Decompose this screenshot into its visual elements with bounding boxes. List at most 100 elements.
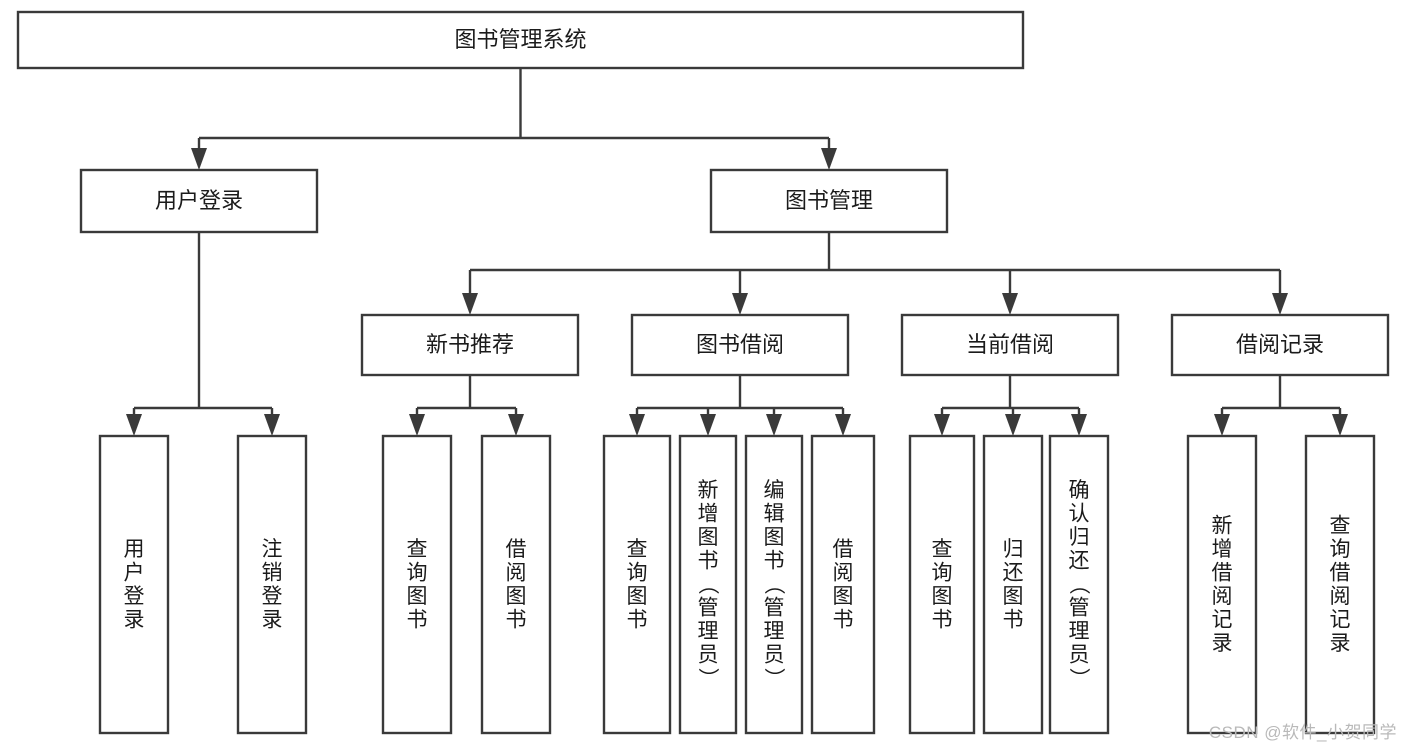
svg-text:书: 书 — [627, 608, 648, 631]
svg-text:借: 借 — [833, 538, 854, 561]
svg-text:记: 记 — [1330, 608, 1351, 631]
svg-text:询: 询 — [407, 561, 428, 584]
node-leaf-query-book-1-box[interactable] — [381, 434, 453, 735]
arrow-head-icon — [732, 293, 748, 315]
svg-text:询: 询 — [627, 561, 648, 584]
svg-text:理: 理 — [1069, 620, 1090, 643]
node-leaf-confirm-return-box[interactable] — [1048, 434, 1110, 735]
node-leaf-user-logout-box[interactable] — [236, 434, 308, 735]
node-book-borrow-box[interactable] — [630, 313, 850, 377]
node-book-manage-label: 图书管理 — [785, 188, 873, 213]
svg-text:还: 还 — [1069, 550, 1090, 573]
node-leaf-query-book-3-box[interactable] — [908, 434, 976, 735]
svg-text:书: 书 — [506, 608, 527, 631]
svg-text:录: 录 — [124, 608, 145, 631]
node-leaf-query-book-2-box[interactable] — [602, 434, 672, 735]
svg-text:管: 管 — [764, 597, 785, 620]
arrow-head-icon — [629, 414, 645, 436]
node-user-login-box[interactable] — [79, 168, 319, 234]
svg-text:图: 图 — [698, 526, 719, 549]
svg-text:）: ） — [1067, 668, 1090, 689]
node-root-box[interactable] — [16, 10, 1025, 70]
node-leaf-query-record-box[interactable] — [1304, 434, 1376, 735]
node-current-borrow-label: 当前借阅 — [966, 332, 1054, 357]
svg-text:查: 查 — [932, 538, 953, 561]
node-current-borrow-box[interactable] — [900, 313, 1120, 377]
arrow-head-icon — [126, 414, 142, 436]
svg-text:（: （ — [696, 574, 719, 595]
svg-text:）: ） — [696, 668, 719, 689]
svg-text:管: 管 — [698, 597, 719, 620]
svg-text:录: 录 — [1330, 632, 1351, 655]
svg-text:登: 登 — [262, 585, 283, 608]
node-leaf-add-book-box[interactable] — [678, 434, 738, 735]
svg-text:新: 新 — [1212, 514, 1233, 537]
node-leaf-user-login-box[interactable] — [98, 434, 170, 735]
svg-text:辑: 辑 — [764, 503, 785, 526]
svg-text:归: 归 — [1069, 526, 1090, 549]
arrow-head-icon — [409, 414, 425, 436]
node-leaf-edit-book-box[interactable] — [744, 434, 804, 735]
node-root-label: 图书管理系统 — [454, 27, 586, 52]
svg-text:（: （ — [1067, 574, 1090, 595]
node-borrow-record-box[interactable] — [1170, 313, 1390, 377]
svg-text:理: 理 — [764, 620, 785, 643]
svg-text:增: 增 — [1212, 538, 1233, 561]
svg-text:图: 图 — [764, 526, 785, 549]
svg-text:销: 销 — [262, 561, 283, 584]
node-new-book-rec-box[interactable] — [360, 313, 580, 377]
arrow-head-icon — [821, 148, 837, 170]
arrow-head-icon — [1005, 414, 1021, 436]
arrow-head-icon — [191, 148, 207, 170]
node-leaf-borrow-book-1-box[interactable] — [480, 434, 552, 735]
node-book-manage-box[interactable] — [709, 168, 949, 234]
svg-text:还: 还 — [1003, 561, 1024, 584]
arrow-head-icon — [508, 414, 524, 436]
node-leaf-borrow-book-2-box[interactable] — [810, 434, 876, 735]
svg-text:）: ） — [762, 668, 785, 689]
svg-text:借: 借 — [506, 538, 527, 561]
arrow-head-icon — [264, 414, 280, 436]
svg-text:员: 员 — [764, 644, 785, 667]
svg-text:登: 登 — [124, 585, 145, 608]
svg-text:询: 询 — [1330, 538, 1351, 561]
svg-text:员: 员 — [1069, 644, 1090, 667]
node-book-borrow-label: 图书借阅 — [696, 332, 784, 357]
svg-text:户: 户 — [124, 561, 145, 584]
arrow-head-icon — [1071, 414, 1087, 436]
svg-text:编: 编 — [764, 479, 785, 502]
svg-text:确: 确 — [1069, 479, 1090, 502]
node-leaf-user-login-label: 用户登录 — [124, 538, 145, 632]
svg-text:图: 图 — [932, 585, 953, 608]
svg-text:理: 理 — [698, 620, 719, 643]
svg-text:阅: 阅 — [506, 561, 527, 584]
svg-text:录: 录 — [262, 608, 283, 631]
svg-text:查: 查 — [1330, 514, 1351, 537]
arrow-head-icon — [1002, 293, 1018, 315]
svg-text:借: 借 — [1212, 561, 1233, 584]
arrow-head-icon — [835, 414, 851, 436]
node-leaf-add-record-box[interactable] — [1186, 434, 1258, 735]
svg-text:询: 询 — [932, 561, 953, 584]
svg-text:借: 借 — [1330, 561, 1351, 584]
svg-text:员: 员 — [698, 644, 719, 667]
node-leaf-return-book-box[interactable] — [982, 434, 1044, 735]
svg-text:图: 图 — [1003, 585, 1024, 608]
svg-text:图: 图 — [627, 585, 648, 608]
svg-text:书: 书 — [932, 608, 953, 631]
arrow-head-icon — [766, 414, 782, 436]
svg-text:管: 管 — [1069, 597, 1090, 620]
svg-text:书: 书 — [764, 550, 785, 573]
